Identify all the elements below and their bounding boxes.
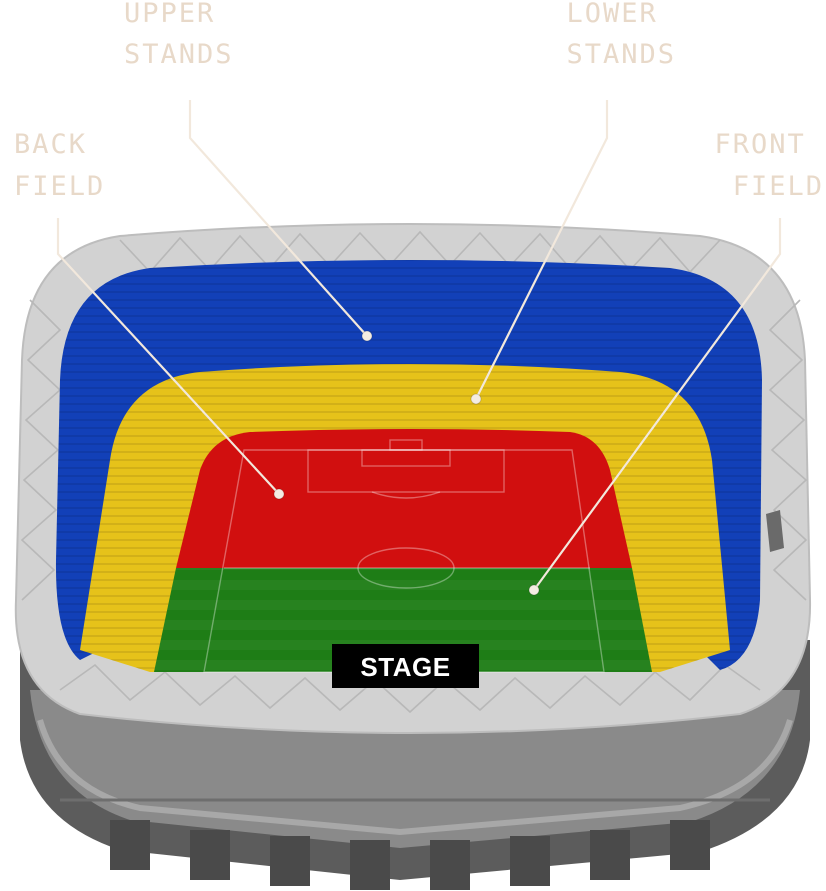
leader-line-back-field — [56, 218, 280, 495]
marker-lower-stands — [470, 393, 482, 405]
pitch-markings — [203, 439, 605, 673]
leader-line-lower-stands — [475, 100, 609, 400]
stage-box — [332, 644, 479, 688]
label-lower-stands: LOWER STANDS — [566, 0, 676, 70]
back-field-section — [176, 429, 632, 568]
leader-line-upper-stands — [188, 100, 368, 337]
marker-upper-stands — [361, 330, 373, 342]
label-upper-stands: UPPER STANDS — [124, 0, 234, 70]
label-back-field: BACK FIELD — [14, 129, 105, 202]
scoreboard — [766, 510, 784, 552]
roof-truss — [20, 230, 808, 714]
leader-line-front-field — [533, 218, 782, 591]
marker-front-field — [528, 584, 540, 596]
marker-back-field — [273, 488, 285, 500]
stage-label: STAGE — [360, 652, 450, 682]
label-front-field: FRONT FIELD — [714, 129, 824, 202]
